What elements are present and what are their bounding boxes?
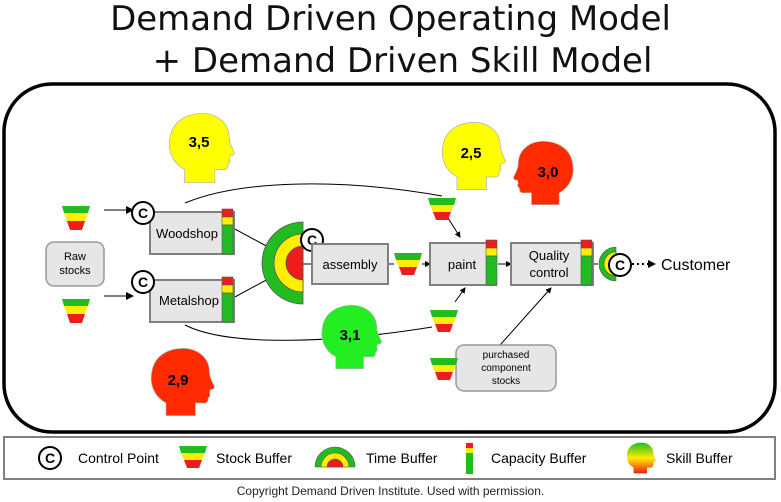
woodshop-label: Woodshop [156,226,218,241]
raw-stocks-label-2: stocks [59,265,91,277]
svg-text:C: C [138,205,148,221]
paint-skill-value: 2,5 [461,145,482,162]
woodshop-to-time-buffer-line [232,227,271,249]
purchased-stocks-label-2: component [481,363,531,374]
control-point-icon: C [131,201,155,225]
assembly-box [311,243,389,285]
woodshop-skill-value: 3,5 [189,134,210,151]
skill-head-icon: 2,9 [150,347,215,417]
legend-skill-buffer-label: Skill Buffer [666,450,733,466]
control-point-icon: C [608,253,632,277]
quality-control-label-2: control [529,265,568,280]
metalshop-box [149,279,235,323]
purchased-stocks-box [455,344,557,392]
purchased-to-quality-arrow [491,287,552,355]
stock-buffer-icon [428,198,456,220]
stock-buffer-icon [62,206,90,230]
quality-skill-value: 3,0 [538,164,559,181]
metalshop-bypass-line [184,324,433,341]
customer-label: Customer [661,257,731,274]
legend-capacity-buffer-label: Capacity Buffer [491,450,587,466]
legend-stock-buffer: Stock Buffer [179,446,292,468]
legend-control-point-label: Control Point [78,450,159,466]
svg-text:C: C [45,450,55,466]
paint-label: paint [448,257,477,272]
metalshop-label: Metalshop [159,293,219,308]
legend-time-buffer-label: Time Buffer [366,450,438,466]
paint-box [429,242,497,286]
capacity-buffer-icon [485,239,498,286]
svg-text:C: C [307,232,317,248]
capacity-buffer-icon [221,276,234,323]
woodshop-bypass-line [184,183,443,204]
quality-control-box [510,242,594,286]
assembly-label: assembly [323,257,378,272]
copyright-notice: Copyright Demand Driven Institute. Used … [236,484,545,498]
stock-buffer-icon [394,253,422,275]
skill-head-icon: 2,5 [441,121,506,191]
legend-skill-buffer: Skill Buffer [626,442,733,474]
legend-time-buffer: Time Buffer [314,446,438,468]
capacity-buffer-icon [580,239,593,286]
bypass-to-paint-bottom-arrow [454,287,466,303]
woodshop-box [149,211,235,255]
to-customer-arrowhead [648,260,656,268]
metalshop-skill-value: 2,9 [168,372,189,389]
bypass-to-paint-arrow [447,217,461,238]
skill-head-icon: 3,5 [168,113,235,183]
stock-buffer-icon [430,358,458,380]
control-point-icon: C [131,270,155,294]
svg-text:C: C [615,257,625,273]
process-frame [2,82,777,434]
raw-stocks-box [45,241,105,287]
svg-text:C: C [138,274,148,290]
metalshop-to-time-buffer-line [232,277,271,299]
page-title-line-1: Demand Driven Operating Model [110,0,671,39]
skill-head-icon: 3,1 [321,304,382,370]
quality-control-label-1: Quality [529,248,570,263]
legend-control-point: C Control Point [38,446,159,470]
purchased-stocks-label-3: stocks [492,376,520,387]
legend-stock-buffer-label: Stock Buffer [216,450,292,466]
stock-buffer-icon [62,299,90,323]
raw-stocks-label-1: Raw [64,251,86,263]
time-buffer-icon [261,221,304,305]
legend-capacity-buffer: Capacity Buffer [466,443,587,474]
capacity-buffer-icon [221,208,234,255]
purchased-stocks-label-1: purchased [483,350,530,361]
stock-buffer-icon [430,310,458,332]
page-title-line-2: + Demand Driven Skill Model [152,41,653,81]
assembly-skill-value: 3,1 [340,327,361,344]
